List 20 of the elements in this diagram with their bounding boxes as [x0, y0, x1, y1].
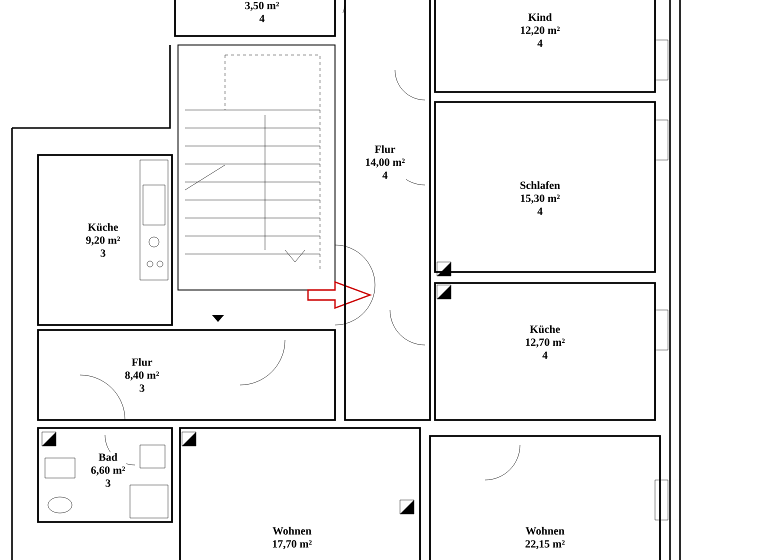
- room: [434, 0, 656, 93]
- room: [434, 282, 656, 421]
- room: [37, 329, 336, 421]
- room-label: Bad 6,60 m² 3: [90, 452, 126, 488]
- room: [174, 0, 336, 37]
- room: [434, 101, 656, 273]
- room: [344, 0, 431, 421]
- room: [37, 427, 173, 523]
- room-label: Schlafen 15,30 m² 4: [518, 180, 562, 216]
- room-label: Kind 12,20 m² 4: [519, 12, 561, 48]
- room-label: Küche 9,20 m² 3: [84, 222, 122, 258]
- room-label: 3,50 m² 4: [244, 0, 280, 24]
- room-label: Wohnen 17,70 m²: [271, 526, 313, 550]
- room: [429, 435, 661, 560]
- room-label: Flur 8,40 m² 3: [124, 357, 160, 393]
- room: [37, 154, 173, 326]
- room: [179, 427, 421, 560]
- room-label: Flur 14,00 m² 4: [364, 144, 406, 180]
- room-label: Wohnen 22,15 m²: [524, 526, 566, 550]
- room-label: Küche 12,70 m² 4: [524, 324, 566, 360]
